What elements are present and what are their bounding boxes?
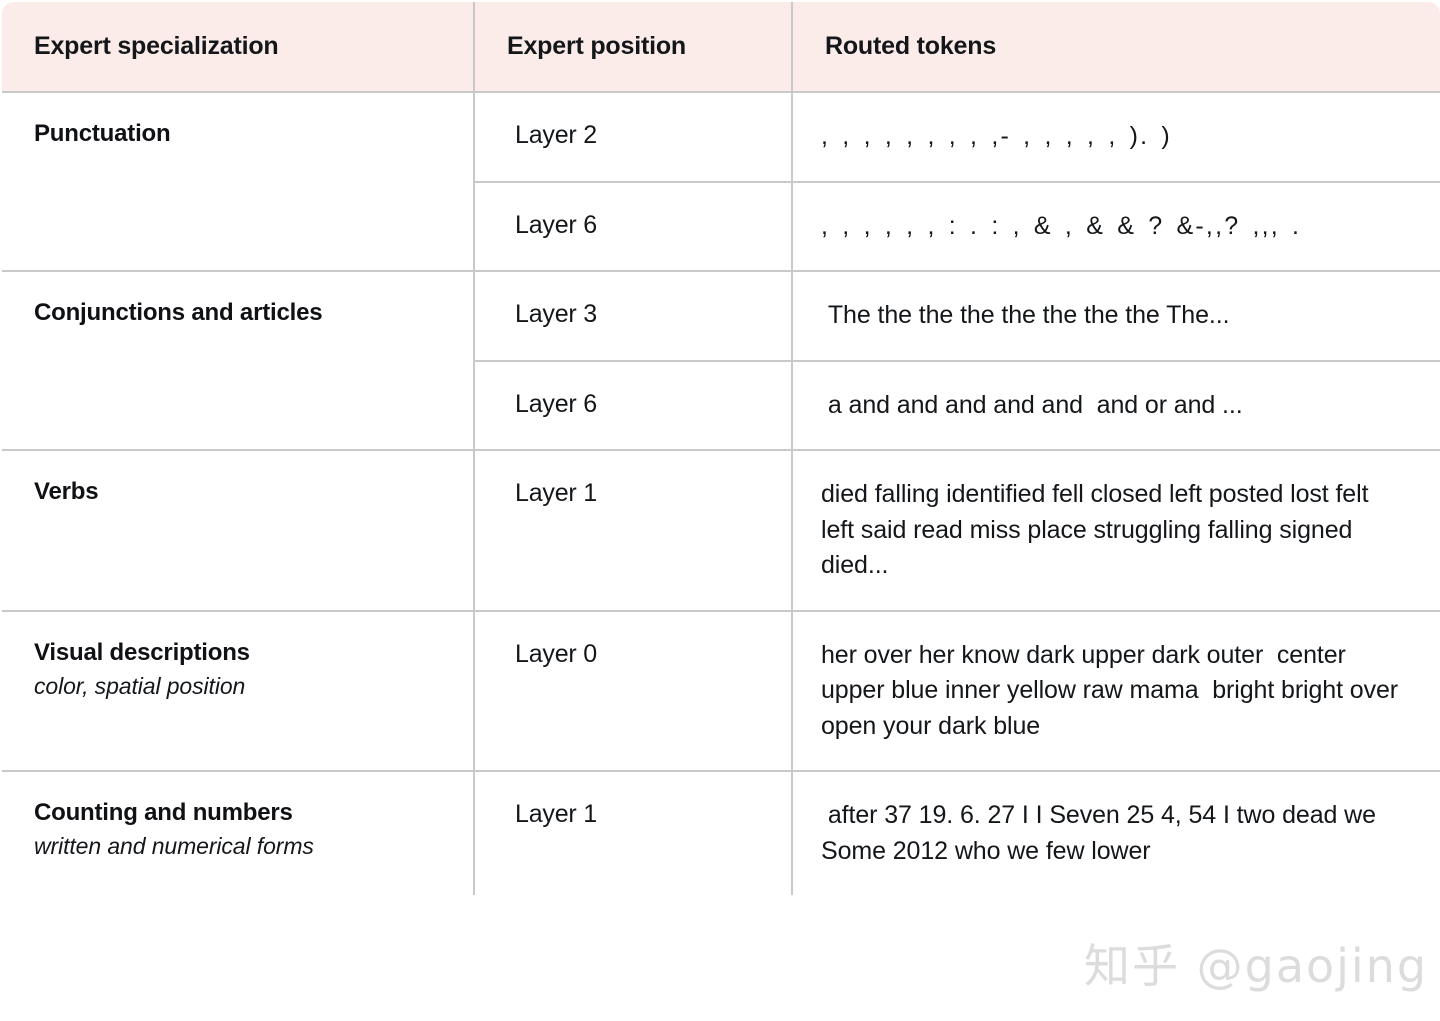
- specialization-title: Verbs: [34, 478, 99, 505]
- expert-specialization-table: Expert specialization Expert position Ro…: [0, 0, 1440, 897]
- specialization-cell: Conjunctions and articles: [2, 271, 475, 451]
- table-header: Expert specialization Expert position Ro…: [2, 2, 1440, 93]
- column-header-expert-position: Expert position: [474, 2, 793, 93]
- expert-position-cell: Layer 3: [474, 271, 793, 362]
- column-header-expert-specialization: Expert specialization: [2, 2, 475, 93]
- watermark: 知乎 @gaojing: [1084, 939, 1429, 993]
- specialization-title: Counting and numbers: [34, 799, 293, 826]
- table-row: Counting and numbers written and numeric…: [2, 771, 1440, 895]
- specialization-subtitle: written and numerical forms: [34, 833, 314, 859]
- routed-tokens-cell: , , , , , , : . : , & , & & ? &-,,? ,,, …: [792, 181, 1440, 272]
- specialization-title: Visual descriptions: [34, 638, 250, 666]
- routed-tokens-cell: after 37 19. 6. 27 I I Seven 25 4, 54 I …: [792, 771, 1440, 895]
- table-row: Visual descriptions color, spatial posit…: [2, 610, 1440, 772]
- table-row: Layer 6 , , , , , , : . : , & , & & ? &-…: [2, 181, 1440, 272]
- table-row: Punctuation Layer 2 , , , , , , , , ,- ,…: [2, 92, 1440, 272]
- specialization-cell: Visual descriptions color, spatial posit…: [2, 610, 475, 772]
- specialization-title: Conjunctions and articles: [34, 299, 323, 326]
- table-row: Layer 6 a and and and and and and or and…: [2, 360, 1440, 451]
- expert-position-cell: Layer 6: [474, 360, 793, 451]
- table-body: Punctuation Layer 2 , , , , , , , , ,- ,…: [2, 92, 1440, 895]
- specialization-cell: Punctuation: [2, 92, 475, 272]
- routed-tokens-cell: a and and and and and and or and ...: [792, 360, 1440, 451]
- specialization-title: Punctuation: [34, 120, 171, 147]
- header-row: Expert specialization Expert position Ro…: [2, 2, 1440, 93]
- table-row: Conjunctions and articles Layer 3 The th…: [2, 271, 1440, 451]
- expert-position-cell: Layer 1: [474, 450, 793, 612]
- routed-tokens-cell: , , , , , , , , ,- , , , , , ). ): [792, 92, 1440, 183]
- routed-tokens-cell: died falling identified fell closed left…: [792, 450, 1440, 612]
- specialization-cell: Verbs: [2, 450, 475, 612]
- expert-position-cell: Layer 0: [474, 610, 793, 772]
- table-row: Verbs Layer 1 died falling identified fe…: [2, 450, 1440, 612]
- column-header-routed-tokens: Routed tokens: [792, 2, 1440, 93]
- expert-position-cell: Layer 2: [474, 92, 793, 183]
- specialization-subtitle: color, spatial position: [34, 672, 246, 699]
- routed-tokens-cell: The the the the the the the the The...: [792, 271, 1440, 362]
- expert-position-cell: Layer 1: [474, 771, 793, 895]
- specialization-cell: Counting and numbers written and numeric…: [2, 771, 475, 895]
- expert-position-cell: Layer 6: [474, 181, 793, 272]
- routed-tokens-cell: her over her know dark upper dark outer …: [792, 610, 1440, 772]
